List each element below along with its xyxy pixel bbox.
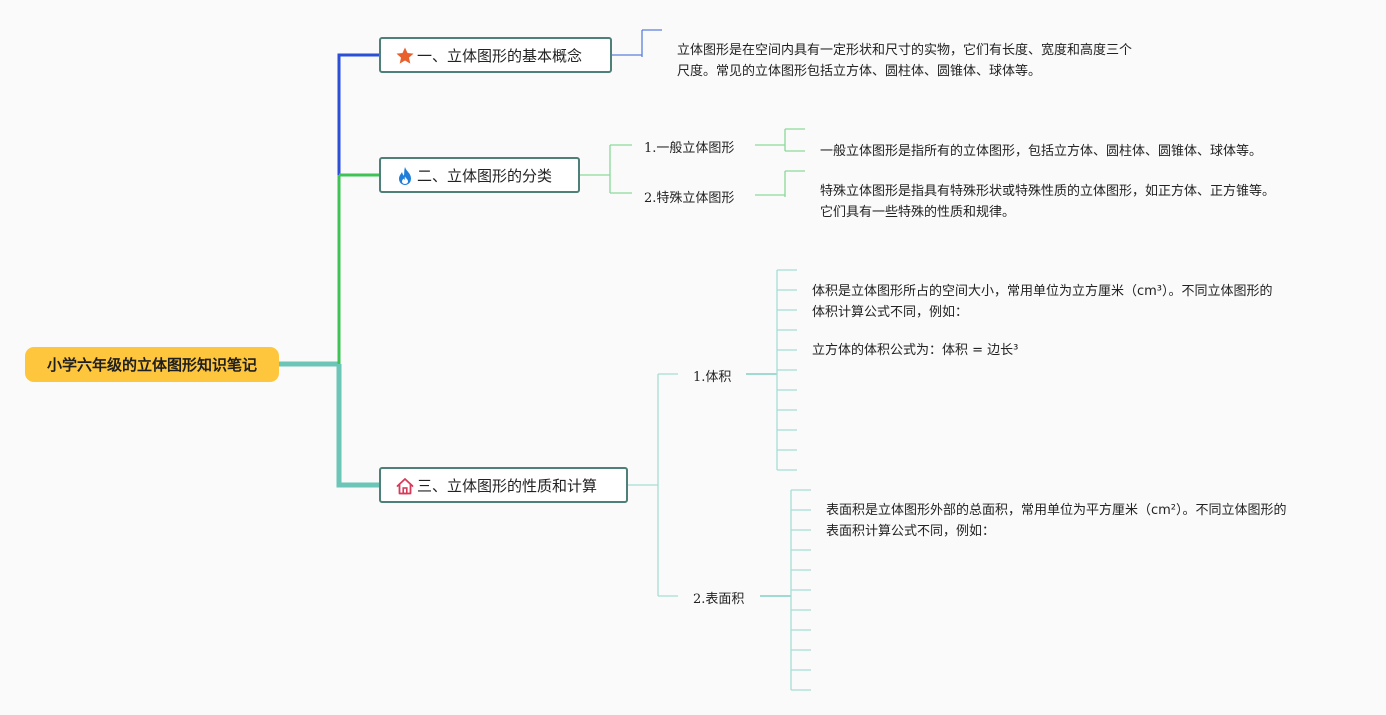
star-icon (395, 46, 415, 66)
topic-classification[interactable]: 二、立体图形的分类 (379, 157, 580, 193)
subtopic-surface-area[interactable]: 2.表面积 (693, 592, 745, 607)
topic-label: 三、立体图形的性质和计算 (417, 476, 598, 495)
note-basic-concept: 立体图形是在空间内具有一定形状和尺寸的实物，它们有长度、宽度和高度三个 尺度。常… (677, 40, 1132, 82)
note-surface-area: 表面积是立体图形外部的总面积，常用单位为平方厘米（cm²）。不同立体图形的 表面… (826, 500, 1287, 542)
topic-label: 二、立体图形的分类 (417, 166, 553, 185)
house-icon (395, 476, 415, 496)
topic-properties-calculation[interactable]: 三、立体图形的性质和计算 (379, 467, 628, 503)
subtopic-volume[interactable]: 1.体积 (693, 370, 732, 385)
subtopic-general-solids[interactable]: 1.一般立体图形 (644, 141, 735, 156)
topic-label: 一、立体图形的基本概念 (417, 46, 583, 65)
note-special-solids: 特殊立体图形是指具有特殊形状或特殊性质的立体图形，如正方体、正方锥等。 它们具有… (820, 181, 1275, 223)
note-line: 表面积是立体图形外部的总面积，常用单位为平方厘米（cm²）。不同立体图形的 (826, 503, 1287, 518)
note-line: 一般立体图形是指所有的立体图形，包括立方体、圆柱体、圆锥体、球体等。 (820, 144, 1263, 159)
note-line: 表面积计算公式不同，例如： (826, 524, 996, 539)
note-line: 体积计算公式不同，例如： (812, 305, 969, 320)
note-line: 它们具有一些特殊的性质和规律。 (820, 205, 1016, 220)
note-general-solids: 一般立体图形是指所有的立体图形，包括立方体、圆柱体、圆锥体、球体等。 (820, 141, 1262, 162)
fire-icon (395, 166, 415, 186)
root-title: 小学六年级的立体图形知识笔记 (46, 356, 257, 374)
note-line: 特殊立体图形是指具有特殊形状或特殊性质的立体图形，如正方体、正方锥等。 (820, 184, 1276, 199)
note-line: 体积是立体图形所占的空间大小，常用单位为立方厘米（cm³）。不同立体图形的 (812, 284, 1273, 299)
note-line: 尺度。常见的立体图形包括立方体、圆柱体、圆锥体、球体等。 (677, 64, 1042, 79)
topic-basic-concept[interactable]: 一、立体图形的基本概念 (379, 37, 612, 73)
note-volume: 体积是立体图形所占的空间大小，常用单位为立方厘米（cm³）。不同立体图形的 体积… (812, 281, 1273, 323)
note-line: 立体图形是在空间内具有一定形状和尺寸的实物，它们有长度、宽度和高度三个 (677, 43, 1133, 58)
subtopic-special-solids[interactable]: 2.特殊立体图形 (644, 191, 735, 206)
root-topic[interactable]: 小学六年级的立体图形知识笔记 (25, 347, 279, 382)
volume-formula: 立方体的体积公式为：体积 = 边长³ (812, 343, 1019, 358)
